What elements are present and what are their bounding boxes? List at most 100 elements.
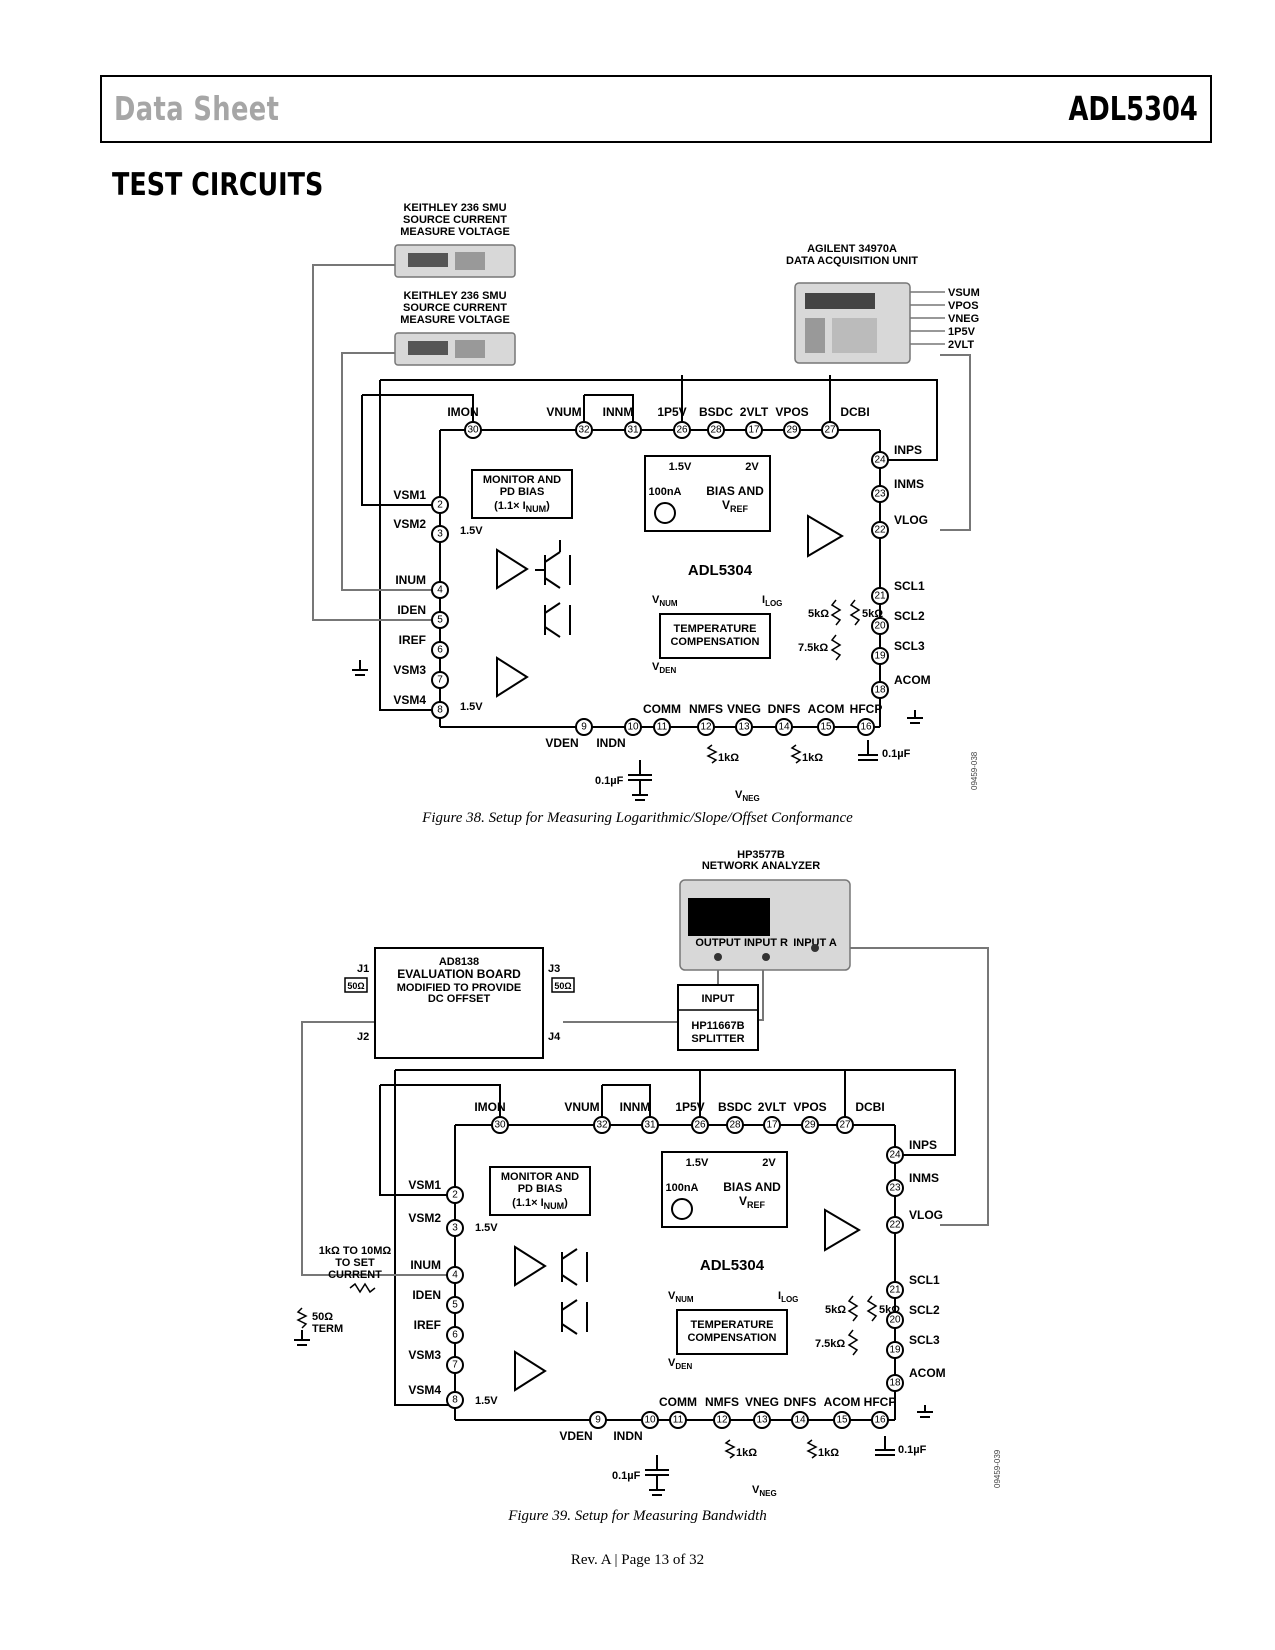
pin-f39-14 <box>791 1411 809 1429</box>
daq-out-vsum: VSUM <box>948 287 980 299</box>
section-title: TEST CIRCUITS <box>112 167 324 203</box>
pin-label-scl3: SCL3 <box>894 639 925 653</box>
pin-number: 21 <box>889 1285 901 1296</box>
pin-f38-19 <box>871 647 889 665</box>
pin-f39-3 <box>446 1219 464 1237</box>
pin-label-1p5v: 1P5V <box>675 1100 704 1114</box>
pin-label-comm: COMM <box>659 1395 697 1409</box>
term-50-j3-label: 50Ω <box>554 981 571 991</box>
current-source-icon-2 <box>671 1198 693 1220</box>
splitter-model: HP11667B <box>691 1020 744 1032</box>
pin-number: 9 <box>595 1415 601 1426</box>
evb-line2: EVALUATION BOARD <box>397 967 521 981</box>
keithley-smu-2 <box>394 332 516 366</box>
figure-38-diagram: KEITHLEY 236 SMU SOURCE CURRENT MEASURE … <box>0 200 1275 815</box>
ground-symbols-2 <box>294 1330 933 1496</box>
pin-number: 31 <box>644 1120 656 1131</box>
pin-number: 24 <box>889 1150 901 1161</box>
pin-label-vneg: VNEG <box>745 1395 779 1409</box>
pin-number: 2 <box>437 500 443 511</box>
pin-label-vsm3: VSM3 <box>393 663 426 677</box>
pin-label-2vlt: 2VLT <box>740 405 769 419</box>
term-line1: 50Ω <box>312 1311 333 1323</box>
pin-number: 30 <box>494 1120 506 1131</box>
pin-number: 13 <box>756 1415 768 1426</box>
opamp-1-icon <box>496 548 529 590</box>
pin-number: 3 <box>452 1223 458 1234</box>
pin-number: 2 <box>452 1190 458 1201</box>
input-a-port-icon <box>811 944 819 952</box>
network-analyzer-unit <box>679 879 851 971</box>
smu2-line3: MEASURE VOLTAGE <box>400 314 510 326</box>
r5k-a-2: 5kΩ <box>825 1304 846 1316</box>
pin-number: 6 <box>452 1330 458 1341</box>
pin-number: 26 <box>694 1120 706 1131</box>
pin-f39-6 <box>446 1326 464 1344</box>
transistor-pair-icon <box>535 540 571 638</box>
pin-f38-6 <box>431 641 449 659</box>
bias-line1: BIAS AND <box>706 484 764 498</box>
monitor2-line1: MONITOR AND <box>501 1171 579 1183</box>
pin-label-hfcp: HFCP <box>850 702 883 716</box>
term-50-j3 <box>551 977 575 993</box>
na-line2: NETWORK ANALYZER <box>702 860 820 872</box>
pin-label-vsm3: VSM3 <box>408 1348 441 1362</box>
vneg-label: VNEG <box>735 789 760 803</box>
pin-number: 4 <box>452 1270 458 1281</box>
pin-f38-12 <box>697 718 715 736</box>
pin-number: 14 <box>778 722 790 733</box>
evb-line4: DC OFFSET <box>428 993 491 1005</box>
pin-f38-23 <box>871 485 889 503</box>
splitter-input: INPUT <box>702 993 735 1005</box>
pin-number: 8 <box>452 1395 458 1406</box>
bias2-line2: VREF <box>739 1194 766 1210</box>
pin-label-inum: INUM <box>410 1258 441 1272</box>
pin-label-innm: INNM <box>603 405 634 419</box>
pin-number: 11 <box>673 1415 684 1426</box>
vnum-label: VNUM <box>652 594 678 608</box>
pin-label-imon: IMON <box>447 405 478 419</box>
vnum-label-2: VNUM <box>668 1290 694 1304</box>
bias-100na: 100nA <box>648 486 681 498</box>
monitor-line3: (1.1× INUM) <box>494 500 550 514</box>
pin-number: 30 <box>467 425 479 436</box>
daq-out-vpos: VPOS <box>948 300 979 312</box>
pin-f38-30 <box>464 421 482 439</box>
pin-number: 10 <box>627 722 639 733</box>
bias-line2: VREF <box>722 498 749 514</box>
daq-line1: AGILENT 34970A <box>807 243 897 255</box>
r5k-b-2: 5kΩ <box>879 1304 900 1316</box>
pin-label-vsm2: VSM2 <box>393 517 426 531</box>
conn-j1: J1 <box>357 963 369 975</box>
pin-number: 29 <box>804 1120 816 1131</box>
pin-f39-13 <box>753 1411 771 1429</box>
pin-number: 4 <box>437 585 443 596</box>
cap-indn: 0.1µF <box>595 775 624 787</box>
pin-number: 7 <box>452 1360 458 1371</box>
daq-out-vneg: VNEG <box>948 313 979 325</box>
term-50-j1-label: 50Ω <box>347 981 364 991</box>
pin-f38-15 <box>817 718 835 736</box>
pin-f38-10 <box>624 718 642 736</box>
pin-label-scl2: SCL2 <box>909 1303 940 1317</box>
pin-label-inps: INPS <box>894 443 922 457</box>
pin-f38-22 <box>871 521 889 539</box>
na-port-output: OUTPUT <box>695 937 741 949</box>
pin-label-scl1: SCL1 <box>894 579 925 593</box>
pin-f38-11 <box>653 718 671 736</box>
chip-label-2: ADL5304 <box>700 1257 765 1274</box>
pin-number: 12 <box>716 1415 728 1426</box>
pin-number: 28 <box>729 1120 741 1131</box>
monitor-pd-bias-block <box>471 469 573 519</box>
smu1-line1: KEITHLEY 236 SMU <box>403 202 506 214</box>
pin-label-dnfs: DNFS <box>768 702 801 716</box>
pin-number: 27 <box>839 1120 851 1131</box>
pin-number: 22 <box>889 1220 901 1231</box>
pin-label-acom: ACOM <box>808 702 845 716</box>
cap-hfcp: 0.1µF <box>882 748 911 760</box>
pin-f39-11 <box>669 1411 687 1429</box>
pin-label-inum: INUM <box>395 573 426 587</box>
pin-f38-18 <box>871 681 889 699</box>
pin-f39-27 <box>836 1116 854 1134</box>
pin-f39-23 <box>886 1179 904 1197</box>
